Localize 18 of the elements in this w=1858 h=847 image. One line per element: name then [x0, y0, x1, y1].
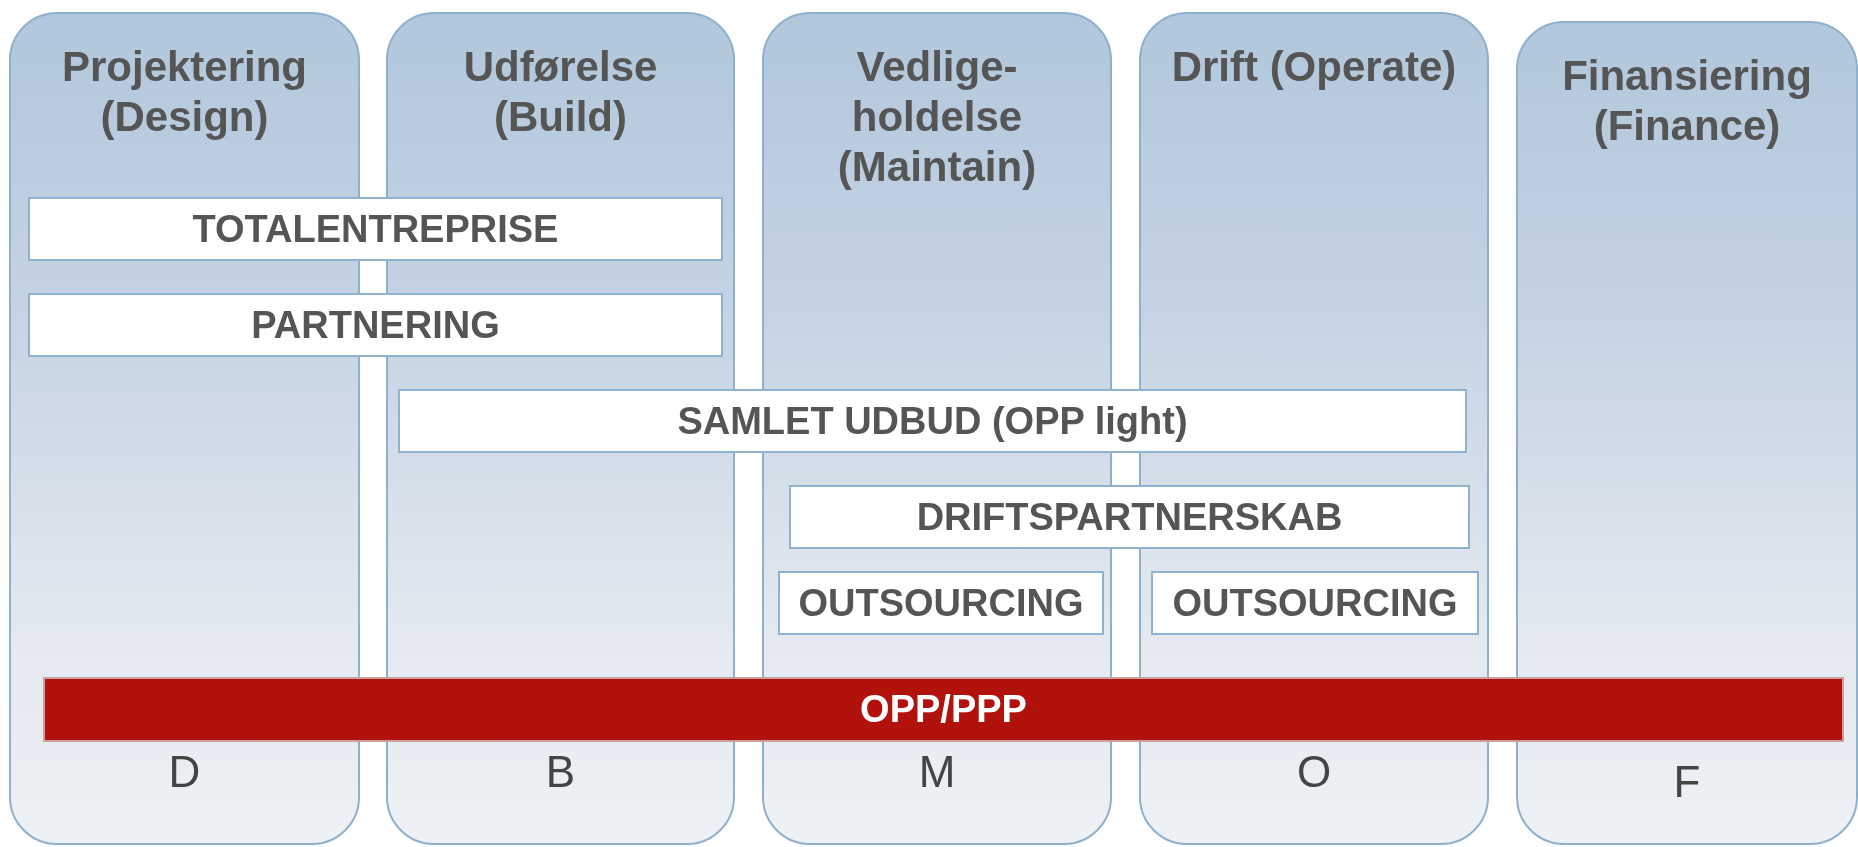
column-heading: Drift (Operate): [1170, 42, 1458, 92]
contract-bar: DRIFTSPARTNERSKAB: [789, 485, 1470, 549]
contract-bar: OUTSOURCING: [1151, 571, 1479, 635]
contract-bar: PARTNERING: [28, 293, 723, 357]
column-heading: Projektering (Design): [60, 42, 309, 142]
highlight-bar: OPP/PPP: [43, 677, 1844, 742]
phase-letter: D: [167, 747, 202, 797]
phase-letter: M: [917, 747, 957, 797]
phase-letter: B: [544, 747, 577, 797]
contract-bar: OUTSOURCING: [778, 571, 1104, 635]
column-heading: Finansiering (Finance): [1561, 51, 1813, 151]
column-heading: Vedlige- holdelse (Maintain): [836, 42, 1038, 192]
column-heading: Udførelse (Build): [462, 42, 659, 142]
phase-column: [1516, 21, 1858, 845]
contract-bar: SAMLET UDBUD (OPP light): [398, 389, 1467, 453]
phase-letter: F: [1672, 757, 1702, 807]
contract-bar: TOTALENTREPRISE: [28, 197, 723, 261]
phase-letter: O: [1295, 747, 1333, 797]
